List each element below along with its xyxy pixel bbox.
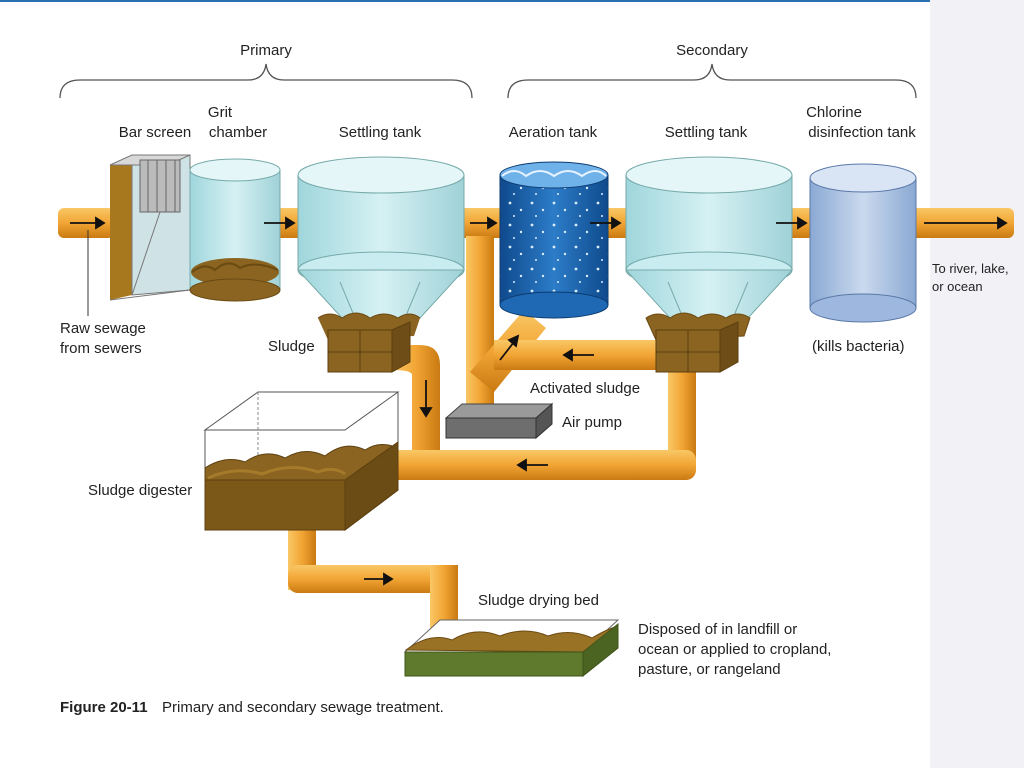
aeration-tank <box>499 161 609 319</box>
figure-caption: Primary and secondary sewage treatment. <box>162 699 444 716</box>
grit-chamber-label-2: chamber <box>209 124 267 141</box>
arrow-secondary-sludge-left <box>516 458 548 472</box>
sludge-digester-label: Sludge digester <box>88 482 192 499</box>
disposed-label-2: ocean or applied to cropland, <box>638 641 831 658</box>
grit-chamber <box>189 158 281 302</box>
raw-sewage-label-1: Raw sewage <box>60 320 146 337</box>
primary-sludge-pipe <box>392 345 440 450</box>
air-pump-label: Air pump <box>562 414 622 431</box>
sludge-label: Sludge <box>268 338 315 355</box>
chlorine-label-2: disinfection tank <box>808 124 916 141</box>
kills-bacteria-label: (kills bacteria) <box>812 338 905 355</box>
primary-bracket <box>59 63 473 99</box>
chlorine-label-1: Chlorine <box>806 104 862 121</box>
figure-number: Figure 20-11 <box>60 699 148 716</box>
grit-chamber-label-1: Grit <box>208 104 233 121</box>
arrow-to-drying-bed <box>364 572 394 586</box>
to-river-label-1: To river, lake, <box>932 261 1009 276</box>
arrow-primary-sludge-down <box>419 380 433 418</box>
secondary-bracket <box>507 63 917 99</box>
sludge-digester <box>203 391 400 532</box>
air-pump <box>444 402 554 440</box>
arrow-to-settling-2 <box>590 216 622 230</box>
secondary-label: Secondary <box>676 42 748 59</box>
settling-tank-1-label: Settling tank <box>339 124 422 141</box>
sludge-drying-bed <box>403 619 620 678</box>
chlorine-disinfection-tank <box>809 163 917 323</box>
settling-tank-2 <box>624 156 794 373</box>
top-border <box>0 0 1024 2</box>
bar-screen <box>109 154 191 301</box>
arrow-activated-sludge-return <box>562 348 594 362</box>
arrow-to-chlorine <box>776 216 808 230</box>
activated-sludge-label: Activated sludge <box>530 380 640 397</box>
arrow-outlet <box>924 216 1008 230</box>
arrow-grit-to-settling <box>264 216 296 230</box>
arrow-to-aeration <box>470 216 498 230</box>
settling-tank-2-label: Settling tank <box>665 124 748 141</box>
flow-arrows <box>70 216 1008 586</box>
settling-tank-1 <box>296 156 466 373</box>
primary-label: Primary <box>240 42 292 59</box>
to-river-label-2: or ocean <box>932 279 983 294</box>
disposed-label-3: pasture, or rangeland <box>638 661 781 678</box>
right-page-fade <box>930 0 1024 768</box>
bar-screen-label: Bar screen <box>119 124 192 141</box>
raw-sewage-label-2: from sewers <box>60 340 142 357</box>
sludge-drying-bed-label: Sludge drying bed <box>478 592 599 609</box>
disposed-label-1: Disposed of in landfill or <box>638 621 797 638</box>
arrow-diagonal-up <box>499 334 520 361</box>
aeration-tank-label: Aeration tank <box>509 124 598 141</box>
arrow-inlet <box>70 216 106 230</box>
